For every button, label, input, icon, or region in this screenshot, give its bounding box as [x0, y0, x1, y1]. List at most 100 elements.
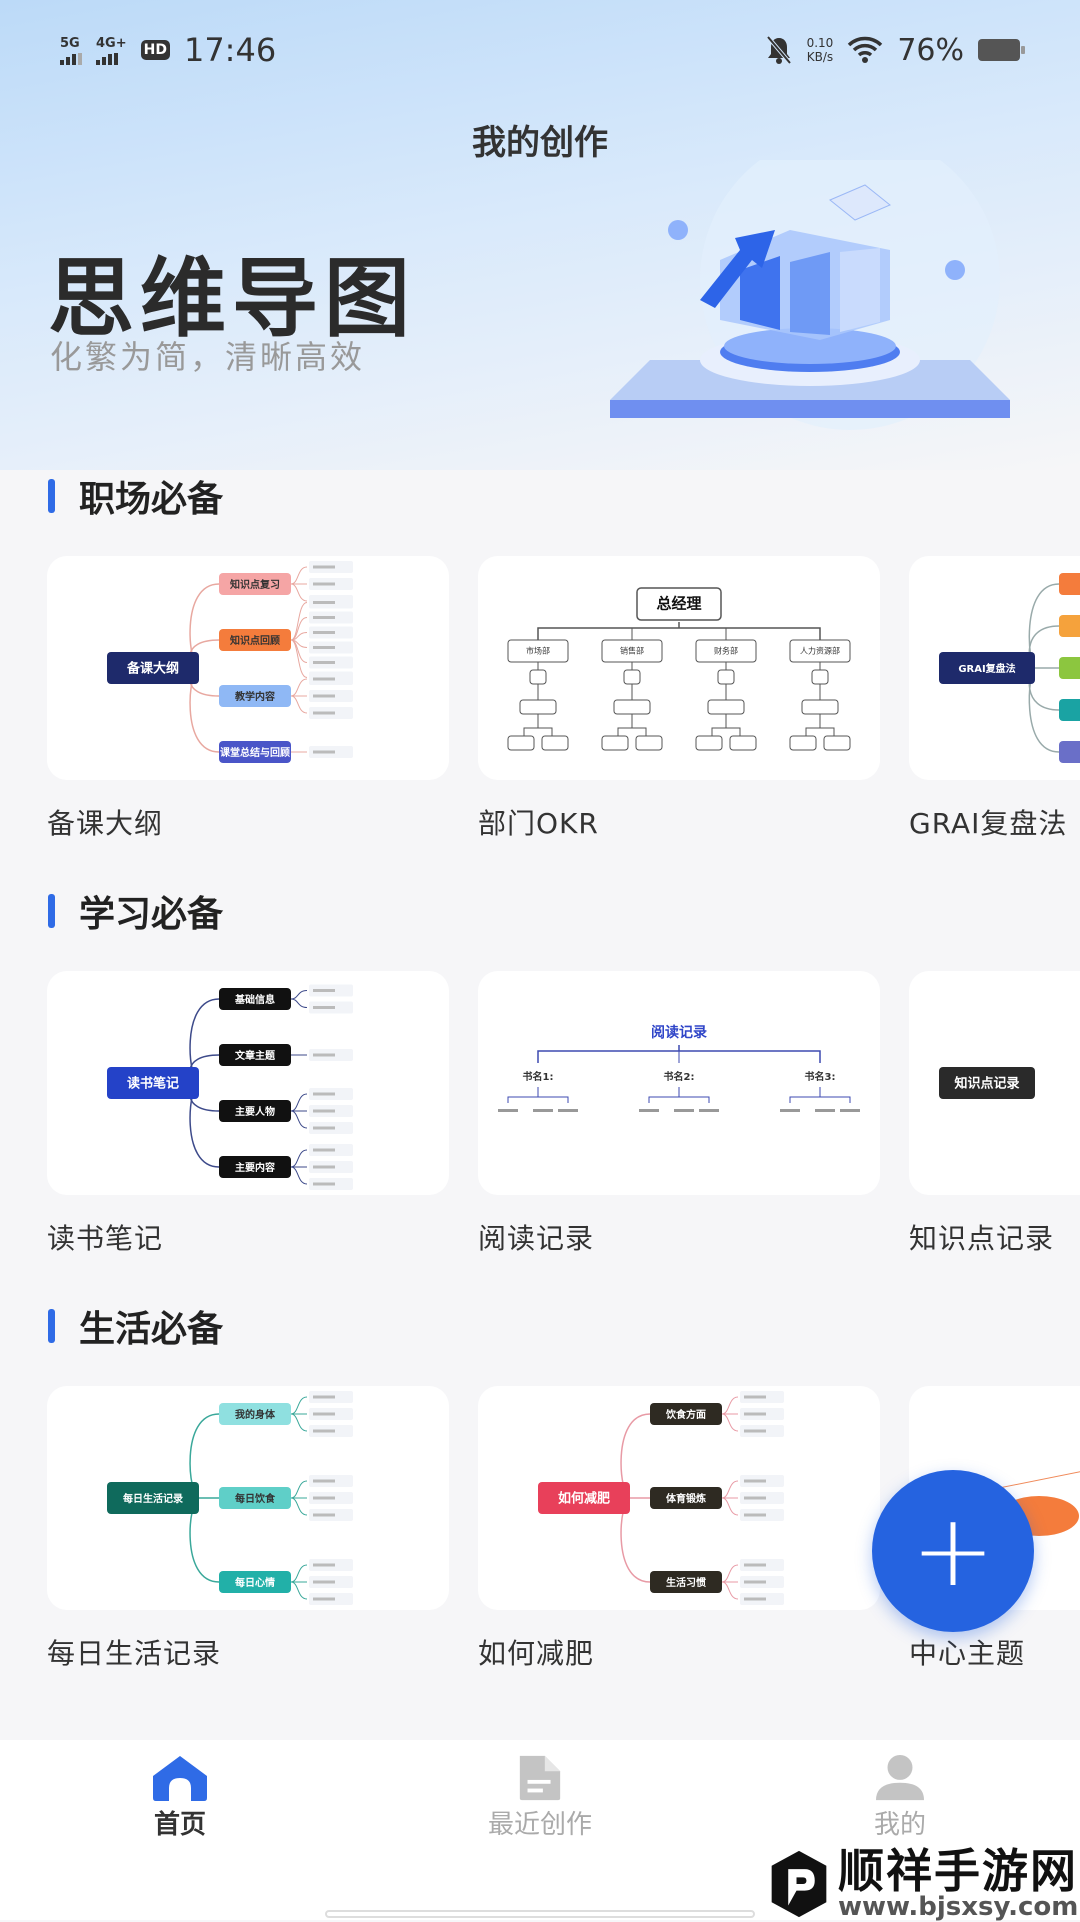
- template-card[interactable]: 知识点记录知识点记录: [909, 971, 1080, 1257]
- mind-map-preview: GRAI复盘法: [939, 573, 1080, 763]
- thumb-connector: [290, 1093, 308, 1112]
- thumb-leaf-text: [313, 1563, 335, 1567]
- thumb-root-node: [107, 652, 199, 684]
- thumb-leaf-text: [744, 1597, 766, 1601]
- thumb-branch-node: [219, 1403, 291, 1425]
- document-icon: [519, 1755, 561, 1801]
- template-carousel[interactable]: 知识点复习知识点回顾教学内容课堂总结与回顾备课大纲备课大纲总经理市场部销售部财务…: [47, 556, 1080, 856]
- template-card[interactable]: 基础信息文章主题主要人物主要内容读书笔记读书笔记: [47, 971, 449, 1257]
- thumb-leaf-text: [744, 1479, 766, 1483]
- thumb-node-label: 人力资源部: [800, 646, 840, 656]
- thumb-branch-node: [219, 1044, 291, 1066]
- thumb-connector: [537, 622, 821, 640]
- template-thumbnail: 知识点记录: [909, 971, 1080, 1195]
- nav-home[interactable]: 首页: [0, 1740, 360, 1844]
- thumb-connector: [290, 583, 308, 602]
- template-card[interactable]: 阅读记录书名1:书名2:书名3:阅读记录: [478, 971, 880, 1257]
- thumb-node-label: 课堂总结与回顾: [220, 746, 290, 759]
- thumb-node-label: 饮食方面: [665, 1408, 706, 1421]
- thumb-branch-node: [219, 1571, 291, 1593]
- thumb-leaf-text: [313, 1412, 335, 1416]
- thumb-root-node: [939, 1067, 1035, 1099]
- nav-mine[interactable]: 我的: [720, 1740, 1080, 1844]
- template-thumbnail: 我的身体每日饮食每日心情每日生活记录: [47, 1386, 449, 1610]
- thumb-leaf-text: [313, 1597, 335, 1601]
- thumb-connector: [290, 1110, 308, 1129]
- thumb-leaf-text: [313, 750, 335, 754]
- thumb-leaf-text: [313, 646, 335, 649]
- nav-recent[interactable]: 最近创作: [360, 1740, 720, 1844]
- template-carousel[interactable]: 基础信息文章主题主要人物主要内容读书笔记读书笔记阅读记录书名1:书名2:书名3:…: [47, 971, 1080, 1271]
- thumb-connector: [648, 1087, 710, 1103]
- thumb-leaf-node: [613, 699, 651, 715]
- thumb-leaf-text: [533, 1109, 553, 1112]
- thumb-leaf-node: [823, 735, 851, 751]
- thumb-leaf-text: [313, 1006, 335, 1009]
- thumb-leaf-text: [674, 1109, 694, 1112]
- signal-5g-icon: 5G: [60, 36, 82, 65]
- thumb-node-label: 每日生活记录: [123, 1492, 183, 1505]
- template-card[interactable]: 总经理市场部销售部财务部人力资源部部门OKR: [478, 556, 880, 842]
- net-label: 5G: [60, 35, 80, 51]
- thumb-leaf-text: [313, 1580, 335, 1584]
- template-card[interactable]: 饮食方面体育锻炼生活习惯如何减肥如何减肥: [478, 1386, 880, 1672]
- thumb-node-label: 书名3:: [805, 1070, 836, 1083]
- thumb-leaf-node: [541, 735, 569, 751]
- nav-label: 最近创作: [487, 1810, 592, 1840]
- thumb-connector: [290, 602, 308, 641]
- template-card[interactable]: 我的身体每日饮食每日心情每日生活记录每日生活记录: [47, 1386, 449, 1672]
- thumb-leaf-text: [744, 1496, 766, 1500]
- template-card-label: 知识点记录: [909, 1222, 1055, 1255]
- watermark-url: www.bjsxsy.com: [838, 1892, 1079, 1922]
- thumb-root-node: [939, 652, 1035, 684]
- thumb-connector: [290, 1480, 308, 1499]
- template-card-label: GRAI复盘法: [909, 807, 1068, 840]
- thumb-branch-node: [219, 685, 291, 707]
- template-card-label: 备课大纲: [47, 807, 164, 840]
- template-card-label: 读书笔记: [47, 1222, 164, 1255]
- thumb-node-label: 备课大纲: [126, 661, 179, 677]
- thumb-leaf-text: [840, 1109, 860, 1112]
- thumb-leaf-node: [789, 735, 817, 751]
- speed-value: 0.10: [806, 36, 834, 50]
- thumb-connector: [290, 1396, 308, 1415]
- thumb-leaf-text: [639, 1109, 659, 1112]
- mind-map-preview: 知识点记录: [939, 1067, 1035, 1099]
- thumb-node-label: 基础信息: [234, 993, 275, 1006]
- thumb-node-label: 书名2:: [664, 1070, 695, 1083]
- page-title: 我的创作: [472, 123, 608, 163]
- thumb-leaf-text: [313, 677, 335, 681]
- user-icon: [876, 1754, 924, 1801]
- thumb-leaf-text: [313, 1148, 335, 1152]
- template-thumbnail: 基础信息文章主题主要人物主要内容读书笔记: [47, 971, 449, 1195]
- template-card-label: 每日生活记录: [47, 1637, 222, 1670]
- thumb-connector: [290, 1413, 308, 1432]
- thumb-leaf-text: [815, 1109, 835, 1112]
- nav-label: 我的: [873, 1810, 926, 1840]
- home-indicator[interactable]: [325, 1910, 755, 1918]
- watermark-logo-icon: [771, 1850, 827, 1918]
- thumb-branch-node: [1059, 573, 1080, 595]
- thumb-leaf-node: [729, 735, 757, 751]
- create-new-button[interactable]: +: [872, 1470, 1034, 1632]
- thumb-branch-node: [650, 1571, 722, 1593]
- thumb-leaf-text: [313, 694, 335, 698]
- thumb-leaf-node: [801, 699, 839, 715]
- thumb-branch-node: [1059, 699, 1080, 721]
- thumb-leaf-text: [313, 565, 335, 569]
- thumb-node-label: 体育锻炼: [666, 1492, 706, 1505]
- thumb-connector: [290, 1149, 308, 1168]
- thumb-leaf-node: [635, 735, 663, 751]
- thumb-leaf-text: [744, 1395, 766, 1399]
- mute-bell-icon: [766, 35, 792, 65]
- template-card[interactable]: 知识点复习知识点回顾教学内容课堂总结与回顾备课大纲备课大纲: [47, 556, 449, 842]
- thumb-branch-node: [1059, 657, 1080, 679]
- thumb-leaf-text: [313, 711, 335, 715]
- thumb-branch-node: [650, 1403, 722, 1425]
- template-card[interactable]: GRAI复盘法 GRAI复盘法: [909, 556, 1080, 842]
- thumb-leaf-node: [529, 669, 547, 685]
